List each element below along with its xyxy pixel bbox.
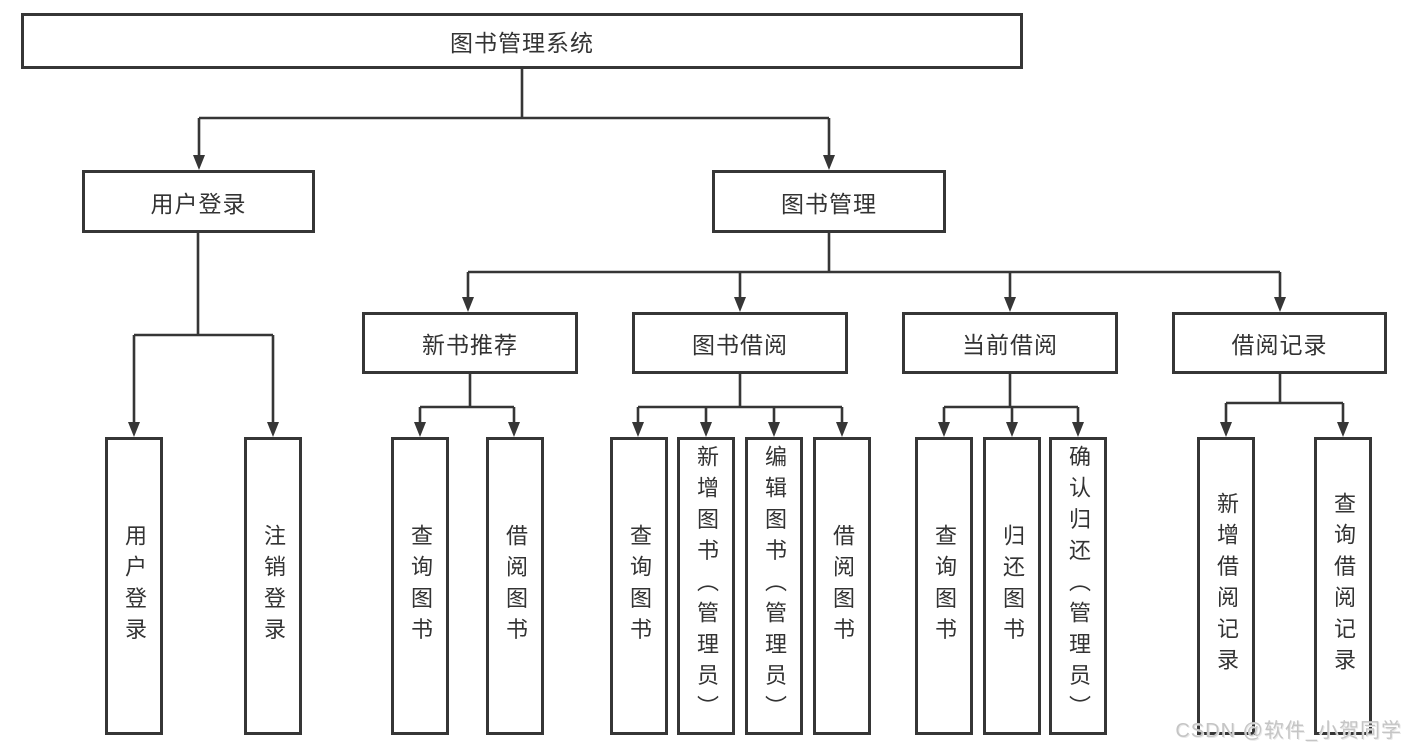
leaf-borrow-books-recommend: 借阅图书 [486, 437, 544, 735]
node-new-book-recommend-label: 新书推荐 [422, 332, 518, 358]
node-current-borrow-label: 当前借阅 [962, 332, 1058, 358]
node-library-system: 图书管理系统 [21, 13, 1023, 69]
node-book-borrow-label: 图书借阅 [692, 332, 788, 358]
edge-book-borrow-branch [636, 374, 844, 424]
arrowhead-icon [734, 297, 746, 312]
arrowhead-icon [823, 155, 835, 170]
leaf-borrow-books: 借阅图书 [813, 437, 871, 735]
node-new-book-recommend: 新书推荐 [362, 312, 578, 374]
node-book-borrow: 图书借阅 [632, 312, 848, 374]
arrowhead-icon [267, 422, 279, 437]
edge-current-borrow-branch [942, 374, 1080, 424]
arrowhead-icon [938, 422, 950, 437]
arrowhead-icon [414, 422, 426, 437]
node-user-login: 用户登录 [82, 170, 315, 233]
leaf-query-books-current: 查询图书 [915, 437, 973, 735]
arrowheads [128, 155, 1349, 437]
arrowhead-icon [1337, 422, 1349, 437]
edge-book-management-branch [466, 233, 1282, 299]
leaf-confirm-return-admin: 确认归还（管理员） [1049, 437, 1107, 735]
leaf-edit-books-admin: 编辑图书（管理员） [745, 437, 803, 735]
arrowhead-icon [462, 297, 474, 312]
leaf-return-books-label: 归还图书 [1000, 523, 1025, 649]
arrowhead-icon [1274, 297, 1286, 312]
edge-root-branch [197, 69, 831, 157]
leaf-confirm-return-admin-label: 确认归还（管理员） [1066, 445, 1091, 727]
arrowhead-icon [768, 422, 780, 437]
leaf-add-borrow-record: 新增借阅记录 [1197, 437, 1255, 735]
edge-new-book-branch [418, 374, 516, 424]
arrowhead-icon [508, 422, 520, 437]
leaf-user-login-label: 用户登录 [122, 523, 147, 649]
leaf-query-books-current-label: 查询图书 [932, 523, 957, 649]
leaf-query-books-recommend-label: 查询图书 [408, 523, 433, 649]
leaf-add-books-admin-label: 新增图书（管理员） [694, 445, 719, 727]
leaf-return-books: 归还图书 [983, 437, 1041, 735]
edge-user-login-branch [132, 233, 275, 424]
leaf-logout-label: 注销登录 [261, 523, 286, 649]
arrowhead-icon [836, 422, 848, 437]
leaf-borrow-books-label: 借阅图书 [830, 523, 855, 649]
leaf-query-books-borrow-label: 查询图书 [627, 523, 652, 649]
arrowhead-icon [632, 422, 644, 437]
node-book-management: 图书管理 [712, 170, 946, 233]
tree-edges [132, 69, 1345, 424]
leaf-query-borrow-record: 查询借阅记录 [1314, 437, 1372, 735]
node-library-system-label: 图书管理系统 [450, 30, 594, 56]
arrowhead-icon [128, 422, 140, 437]
arrowhead-icon [1006, 422, 1018, 437]
node-current-borrow: 当前借阅 [902, 312, 1118, 374]
leaf-user-login: 用户登录 [105, 437, 163, 735]
node-user-login-label: 用户登录 [150, 190, 247, 217]
arrowhead-icon [1004, 297, 1016, 312]
leaf-add-borrow-record-label: 新增借阅记录 [1214, 492, 1239, 680]
arrowhead-icon [1072, 422, 1084, 437]
arrowhead-icon [1220, 422, 1232, 437]
leaf-borrow-books-recommend-label: 借阅图书 [503, 523, 528, 649]
leaf-query-borrow-record-label: 查询借阅记录 [1331, 492, 1356, 680]
watermark: CSDN @软件_小贺同学 [1175, 720, 1402, 742]
arrowhead-icon [700, 422, 712, 437]
leaf-query-books-borrow: 查询图书 [610, 437, 668, 735]
node-book-management-label: 图书管理 [781, 190, 877, 217]
arrowhead-icon [193, 155, 205, 170]
leaf-edit-books-admin-label: 编辑图书（管理员） [762, 445, 787, 727]
node-borrow-record: 借阅记录 [1172, 312, 1387, 374]
leaf-add-books-admin: 新增图书（管理员） [677, 437, 735, 735]
edge-borrow-record-branch [1224, 374, 1345, 424]
leaf-logout: 注销登录 [244, 437, 302, 735]
leaf-query-books-recommend: 查询图书 [391, 437, 449, 735]
node-borrow-record-label: 借阅记录 [1231, 332, 1328, 358]
